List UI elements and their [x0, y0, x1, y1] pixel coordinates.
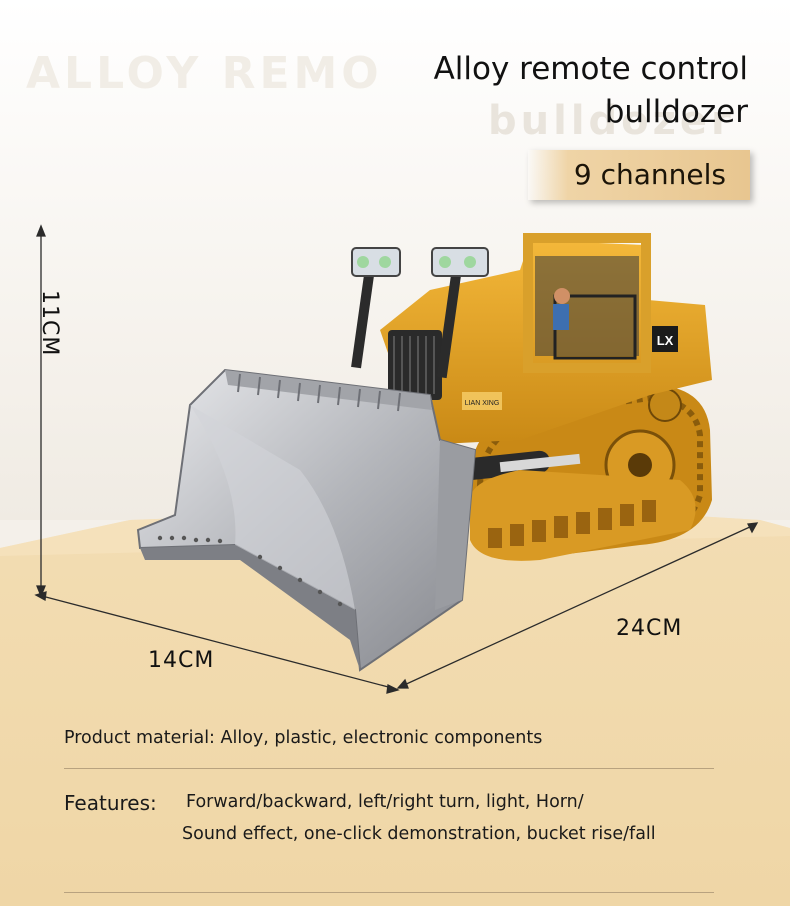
divider-1	[64, 768, 714, 769]
ghost-heading: ALLOY REMO	[26, 48, 383, 99]
dimension-lines	[34, 224, 759, 694]
features-line-2: Sound effect, one-click demonstration, b…	[182, 824, 656, 844]
cab-badge-text: LX	[657, 333, 674, 348]
ghost-heading-2: bulldozer	[488, 98, 735, 144]
width-dimension-label: 14CM	[148, 648, 215, 673]
height-dimension-label: 11CM	[37, 290, 62, 357]
page-title: Alloy remote control bulldozer	[328, 48, 748, 134]
cab-badge	[652, 326, 678, 352]
brand-plate	[462, 392, 502, 410]
title-line-1: Alloy remote control	[433, 51, 748, 87]
divider-2	[64, 892, 714, 893]
material-text: Product material: Alloy, plastic, electr…	[64, 728, 543, 748]
brand-plate-text: LIAN XING	[465, 400, 500, 407]
bulldozer-model: LX LIAN XING	[136, 233, 712, 672]
length-dimension-label: 24CM	[616, 616, 683, 641]
channels-badge-text: 9 channels	[573, 158, 726, 191]
channels-badge: 9 channels	[528, 150, 750, 200]
headlights	[351, 247, 489, 277]
floor-surface	[0, 505, 790, 906]
features-label: Features:	[64, 791, 157, 815]
title-line-2: bulldozer	[604, 94, 748, 130]
features-line-1: Forward/backward, left/right turn, light…	[186, 792, 584, 812]
